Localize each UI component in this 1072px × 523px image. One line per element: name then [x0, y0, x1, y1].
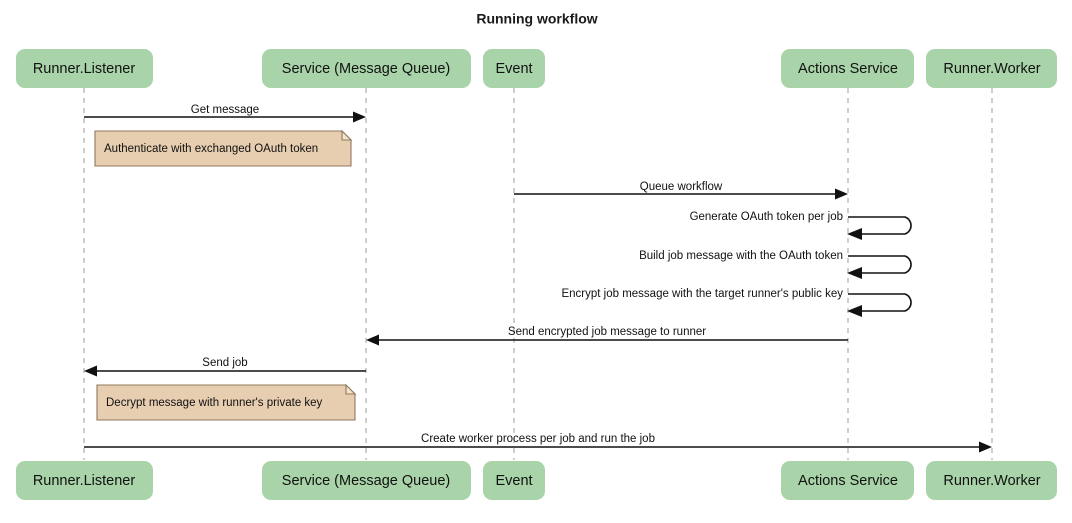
participant-box[interactable] [16, 461, 153, 500]
message-self-loop[interactable] [848, 255, 912, 274]
participant-label: Actions Service [798, 473, 898, 489]
participant-label: Event [495, 473, 532, 489]
participant-box[interactable] [926, 461, 1057, 500]
note-shape [96, 384, 356, 421]
participant-label: Event [495, 61, 532, 77]
arrowhead-left-icon [366, 334, 379, 346]
lifelines [83, 88, 993, 460]
participant-box[interactable] [781, 49, 914, 88]
participant-label: Actions Service [798, 61, 898, 77]
note-fold-corner-icon [345, 383, 357, 395]
participant-event-top[interactable]: Event [483, 49, 545, 88]
participants-top: Runner.Listener Service (Message Queue) … [16, 49, 1057, 88]
note-shape [94, 130, 352, 167]
participant-label: Runner.Worker [943, 61, 1040, 77]
message-generate-oauth-token[interactable]: Generate OAuth token per job [690, 211, 912, 240]
message-label: Encrypt job message with the target runn… [561, 288, 843, 300]
participant-service-message-queue-top[interactable]: Service (Message Queue) [262, 49, 471, 88]
participants-bottom: Runner.Listener Service (Message Queue) … [16, 461, 1057, 500]
message-get-message[interactable]: Get message [84, 104, 366, 123]
note-fold-corner-icon [341, 129, 353, 141]
arrowhead-left-icon [847, 228, 862, 240]
note-label: Decrypt message with runner's private ke… [106, 397, 323, 409]
participant-label: Runner.Worker [943, 473, 1040, 489]
participant-actions-service-top[interactable]: Actions Service [781, 49, 914, 88]
arrowhead-right-icon [353, 111, 366, 123]
message-label: Generate OAuth token per job [690, 211, 843, 223]
message-create-worker-process[interactable]: Create worker process per job and run th… [84, 433, 992, 453]
diagram-title: Running workflow [476, 11, 597, 27]
message-label: Get message [191, 104, 259, 116]
arrowhead-left-icon [847, 305, 862, 317]
participant-runner-listener-top[interactable]: Runner.Listener [16, 49, 153, 88]
message-queue-workflow[interactable]: Queue workflow [514, 181, 848, 200]
message-send-encrypted-job-message[interactable]: Send encrypted job message to runner [366, 326, 848, 346]
participant-event-bottom[interactable]: Event [483, 461, 545, 500]
participant-box[interactable] [483, 461, 545, 500]
arrowhead-right-icon [979, 441, 992, 453]
message-build-job-message[interactable]: Build job message with the OAuth token [639, 250, 912, 279]
participant-box[interactable] [16, 49, 153, 88]
arrowhead-left-icon [84, 365, 97, 377]
participant-runner-listener-bottom[interactable]: Runner.Listener [16, 461, 153, 500]
message-self-loop[interactable] [848, 216, 912, 235]
participant-label: Service (Message Queue) [282, 61, 450, 77]
participant-runner-worker-bottom[interactable]: Runner.Worker [926, 461, 1057, 500]
message-self-loop[interactable] [848, 293, 912, 312]
participant-box[interactable] [262, 461, 471, 500]
participant-runner-worker-top[interactable]: Runner.Worker [926, 49, 1057, 88]
participant-service-message-queue-bottom[interactable]: Service (Message Queue) [262, 461, 471, 500]
participant-label: Runner.Listener [33, 61, 136, 77]
message-label: Queue workflow [640, 181, 723, 193]
message-encrypt-job-message[interactable]: Encrypt job message with the target runn… [561, 288, 912, 317]
note-label: Authenticate with exchanged OAuth token [104, 143, 318, 155]
message-label: Send job [202, 357, 247, 369]
participant-label: Service (Message Queue) [282, 473, 450, 489]
message-label: Send encrypted job message to runner [508, 326, 706, 338]
message-label: Build job message with the OAuth token [639, 250, 843, 262]
note-decrypt: Decrypt message with runner's private ke… [96, 383, 357, 421]
participant-label: Runner.Listener [33, 473, 136, 489]
message-send-job[interactable]: Send job [84, 357, 366, 377]
participant-actions-service-bottom[interactable]: Actions Service [781, 461, 914, 500]
arrowhead-left-icon [847, 267, 862, 279]
participant-box[interactable] [926, 49, 1057, 88]
message-label: Create worker process per job and run th… [421, 433, 655, 445]
note-authenticate: Authenticate with exchanged OAuth token [94, 129, 353, 167]
participant-box[interactable] [781, 461, 914, 500]
arrowhead-right-icon [835, 188, 848, 200]
participant-box[interactable] [262, 49, 471, 88]
participant-box[interactable] [483, 49, 545, 88]
